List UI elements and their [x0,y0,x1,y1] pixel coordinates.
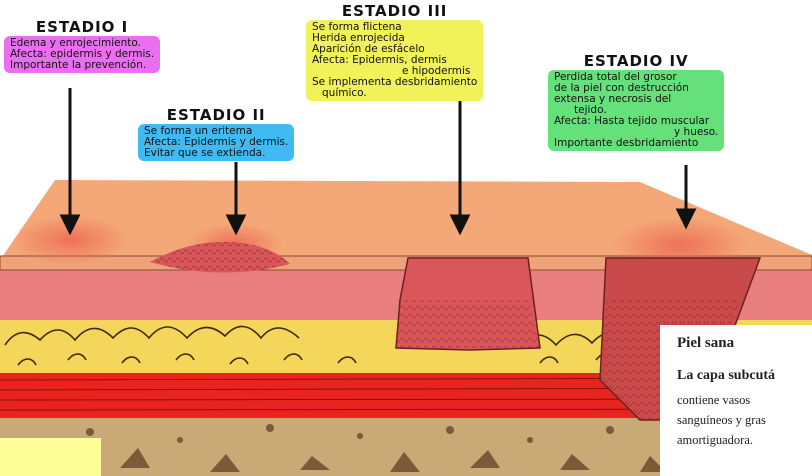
card-line: amortiguadora. [677,430,812,450]
stage4-label: ESTADIO IV Perdida total del grosor de l… [548,54,724,151]
stage3-line: químico. [312,88,477,99]
card-title: Piel sana [677,335,812,352]
stage2-label: ESTADIO II Se forma un eritema Afecta: E… [138,108,294,161]
stage1-title: ESTADIO I [4,20,160,36]
stage4-line: Importante desbridamiento [554,138,718,149]
stage2-line: Evitar que se extienda. [144,148,288,159]
healthy-skin-card: Piel sana La capa subcutá contiene vasos… [660,325,812,476]
card-line: sanguíneos y gras [677,410,812,430]
stage3-title: ESTADIO III [306,4,483,20]
card-line: contiene vasos [677,390,812,410]
stage2-title: ESTADIO II [138,108,294,124]
stage1-label: ESTADIO I Edema y enrojecimiento. Afecta… [4,20,160,73]
yellow-note-box [0,438,101,476]
stage1-line: Importante la prevención. [10,60,154,71]
stage4-title: ESTADIO IV [548,54,724,70]
card-subtitle: La capa subcutá [677,368,812,384]
stage3-label: ESTADIO III Se forma flictena Herida enr… [306,4,483,101]
